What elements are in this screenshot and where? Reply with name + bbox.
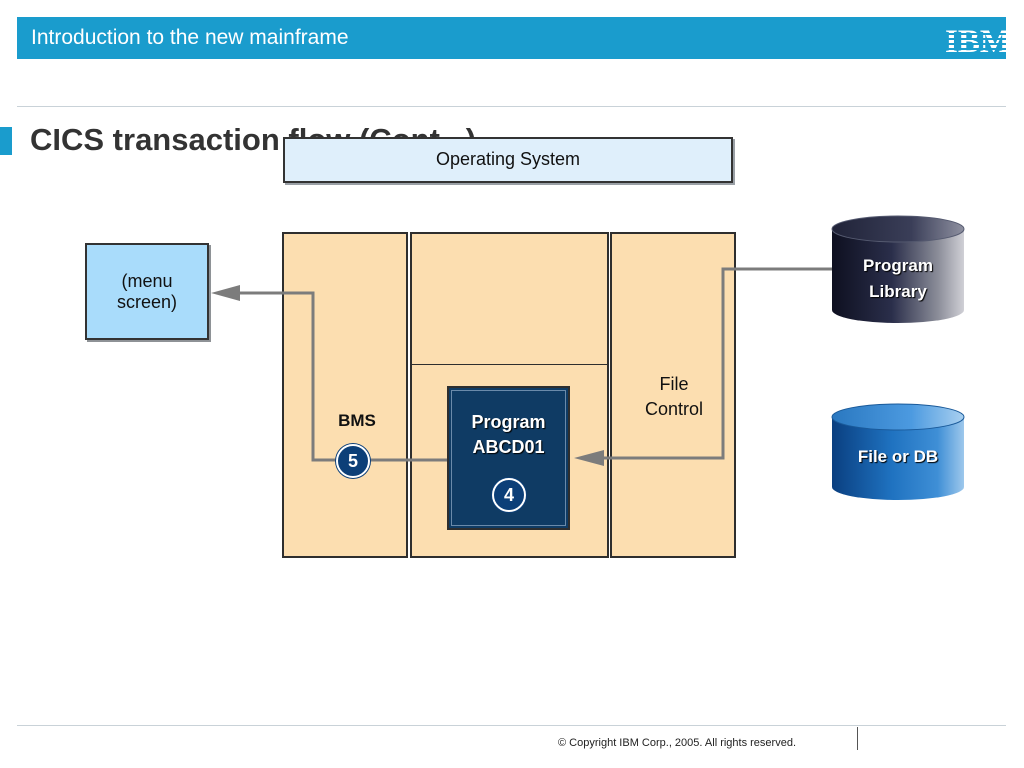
program-library-label: Program Library <box>863 256 933 301</box>
program-library-cylinder <box>831 215 965 323</box>
program-label: Program ABCD01 <box>471 412 546 457</box>
file-control-label: File Control <box>644 374 704 419</box>
arrowhead-to-program <box>574 450 604 466</box>
bms-label: BMS <box>338 411 376 430</box>
copyright-text: © Copyright IBM Corp., 2005. All rights … <box>558 737 796 749</box>
file-control-panel <box>610 232 736 558</box>
footer-rule <box>17 725 1006 726</box>
title-accent-bar <box>0 127 12 155</box>
flow-line-library-to-program <box>604 267 832 460</box>
operating-system-box: Operating System <box>283 137 733 183</box>
flow-line-program-to-menu <box>236 291 447 462</box>
bms-panel <box>282 232 408 558</box>
step-5-badge: 5 <box>336 444 370 478</box>
middle-upper-panel <box>410 232 609 366</box>
ibm-logo: IBM <box>945 25 1011 53</box>
arrowhead-to-menu <box>211 285 240 301</box>
file-or-db-cylinder <box>831 403 965 500</box>
menu-screen-box: (menu screen) <box>85 243 209 340</box>
file-or-db-label: File or DB <box>857 447 939 466</box>
header-title: Introduction to the new mainframe <box>31 26 349 49</box>
header-bar: Introduction to the new mainframe IBM <box>17 17 1011 59</box>
step-4-badge: 4 <box>492 478 526 512</box>
footer-divider <box>857 727 858 750</box>
title-rule <box>17 106 1006 107</box>
